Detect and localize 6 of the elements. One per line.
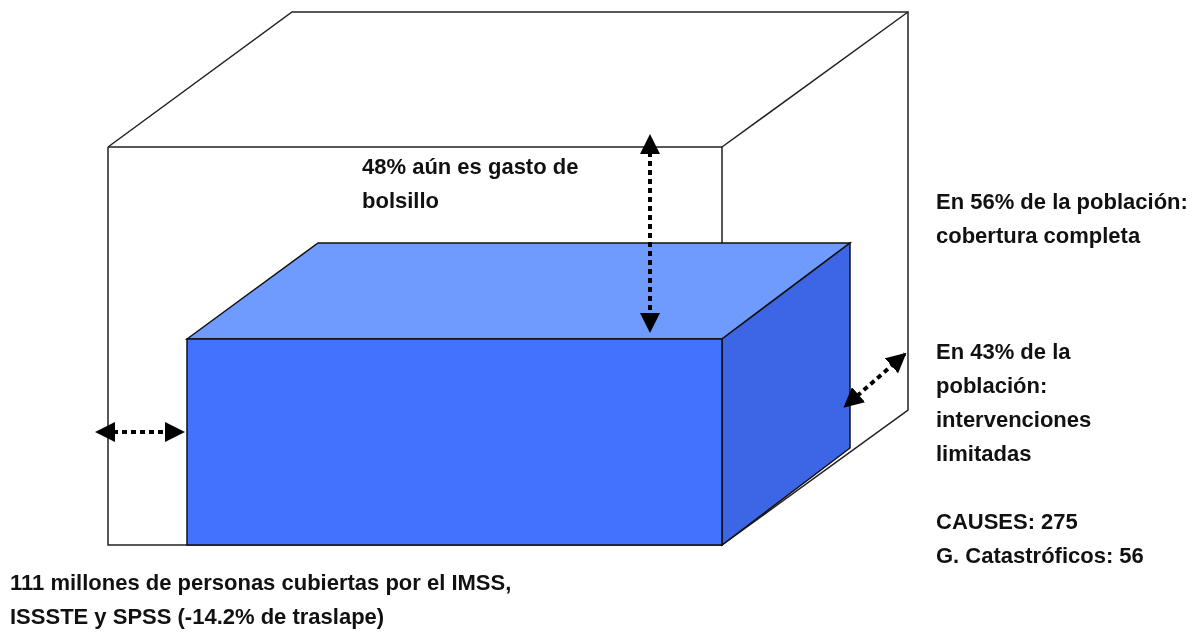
annotation-text: En 43% de la población: intervenciones limitadas <box>936 338 1093 468</box>
annotation-text: 48% aún es gasto de bolsillo <box>362 153 580 215</box>
annotation-text: CAUSES: 275 <box>936 508 1079 536</box>
annotation-text: 111 millones de personas cubiertas por el IMSS, ISSSTE y SPSS (-14.2% de traslape) <box>10 569 513 631</box>
annotation-text: En 56% de la población: cobertura completa <box>936 188 1189 250</box>
annotation-text: G. Catastróficos: 56 <box>936 542 1145 570</box>
